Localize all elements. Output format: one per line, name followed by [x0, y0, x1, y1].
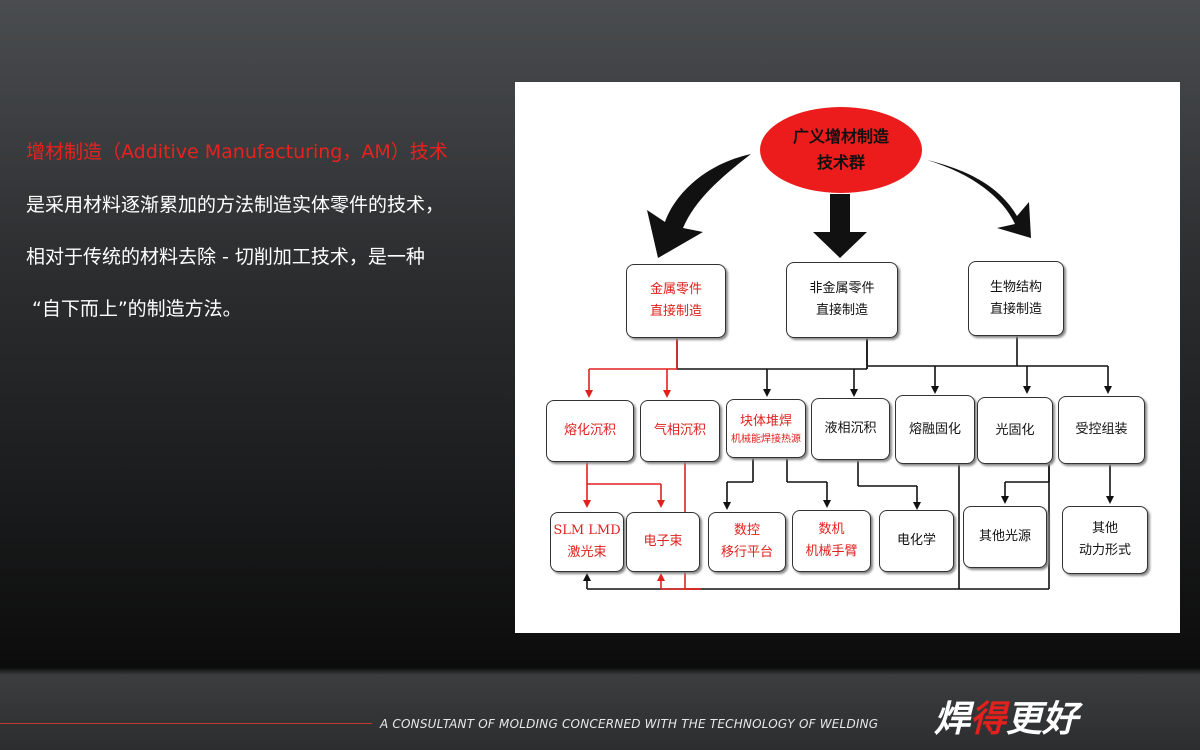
process-block-welding-line2: 机械能焊接热源	[731, 433, 801, 445]
process-block-welding-line1: 块体堆焊	[739, 413, 792, 429]
process-fused-solidification-label: 熔融固化	[908, 421, 961, 437]
category-nonmetal: 非金属零件 直接制造	[786, 262, 898, 338]
process-vapor-deposition: 气相沉积	[640, 400, 720, 462]
big-arrow-left	[647, 154, 751, 258]
source-electrochemistry-label: 电化学	[896, 533, 936, 548]
source-robot-arm: 数机 机械手臂	[792, 510, 871, 572]
source-electron-beam: 电子束	[626, 512, 700, 572]
category-metal-line1: 金属零件	[649, 282, 702, 297]
category-bio-line2: 直接制造	[989, 301, 1042, 317]
source-cnc-platform: 数控 移行平台	[708, 512, 786, 572]
process-melt-deposition: 熔化沉积	[546, 400, 634, 462]
intro-line-3: “自下而上”的制造方法。	[32, 298, 242, 320]
root-node: 广义增材制造 技术群	[760, 107, 922, 193]
source-laser-beam: SLM LMD 激光束	[550, 512, 624, 572]
root-label-2: 技术群	[816, 153, 865, 172]
process-fused-solidification: 熔融固化	[895, 395, 975, 464]
brand-part-3: 更好	[1006, 699, 1079, 740]
footer-tagline: A CONSULTANT OF MOLDING CONCERNED WITH T…	[380, 717, 879, 731]
source-other-power-line1: 其他	[1091, 521, 1118, 536]
source-electrochemistry: 电化学	[879, 510, 954, 572]
source-other-light-label: 其他光源	[978, 529, 1031, 544]
source-robot-arm-line1: 数机	[818, 522, 845, 537]
category-metal: 金属零件 直接制造	[626, 264, 726, 338]
footer-divider	[0, 723, 372, 724]
intro-line-1: 是采用材料逐渐累加的方法制造实体零件的技术，	[26, 194, 445, 216]
source-cnc-platform-line2: 移行平台	[720, 545, 773, 560]
category-bio: 生物结构 直接制造	[968, 261, 1064, 336]
process-liquid-deposition: 液相沉积	[811, 398, 890, 460]
category-bio-line1: 生物结构	[989, 279, 1042, 295]
big-arrow-right	[927, 160, 1031, 238]
brand-logo: 焊得更好	[934, 690, 1078, 742]
process-controlled-assembly-label: 受控组装	[1075, 422, 1128, 437]
source-electron-beam-label: 电子束	[643, 534, 683, 549]
process-vapor-deposition-label: 气相沉积	[653, 423, 706, 438]
intro-line-2: 相对于传统的材料去除 - 切削加工技术，是一种	[26, 246, 425, 268]
am-technology-diagram: 广义增材制造 技术群 金属零件 直接制造 非金属零件 直接制造 生物结构 直接制…	[515, 82, 1180, 633]
process-block-welding: 块体堆焊 机械能焊接热源	[726, 399, 806, 458]
root-label-1: 广义增材制造	[792, 127, 889, 146]
source-other-power-line2: 动力形式	[1078, 543, 1131, 558]
brand-part-1: 焊	[934, 699, 971, 740]
process-controlled-assembly: 受控组装	[1058, 396, 1145, 464]
source-robot-arm-line2: 机械手臂	[805, 544, 858, 559]
process-liquid-deposition-label: 液相沉积	[824, 421, 877, 436]
process-melt-deposition-label: 熔化沉积	[563, 423, 616, 438]
process-photo-curing-label: 光固化	[995, 422, 1035, 438]
category-nonmetal-line1: 非金属零件	[809, 281, 875, 296]
source-laser-beam-line2: 激光束	[567, 545, 607, 560]
source-laser-beam-line1: SLM LMD	[553, 523, 621, 538]
brand-part-2: 得	[970, 699, 1007, 740]
big-arrow-center	[813, 194, 867, 258]
process-photo-curing: 光固化	[977, 397, 1053, 464]
source-other-light: 其他光源	[963, 506, 1047, 568]
source-cnc-platform-line1: 数控	[733, 523, 760, 538]
intro-heading: 增材制造（Additive Manufacturing，AM）技术	[26, 141, 448, 163]
source-other-power: 其他 动力形式	[1062, 506, 1148, 574]
category-metal-line2: 直接制造	[649, 304, 702, 319]
category-nonmetal-line2: 直接制造	[815, 303, 868, 318]
